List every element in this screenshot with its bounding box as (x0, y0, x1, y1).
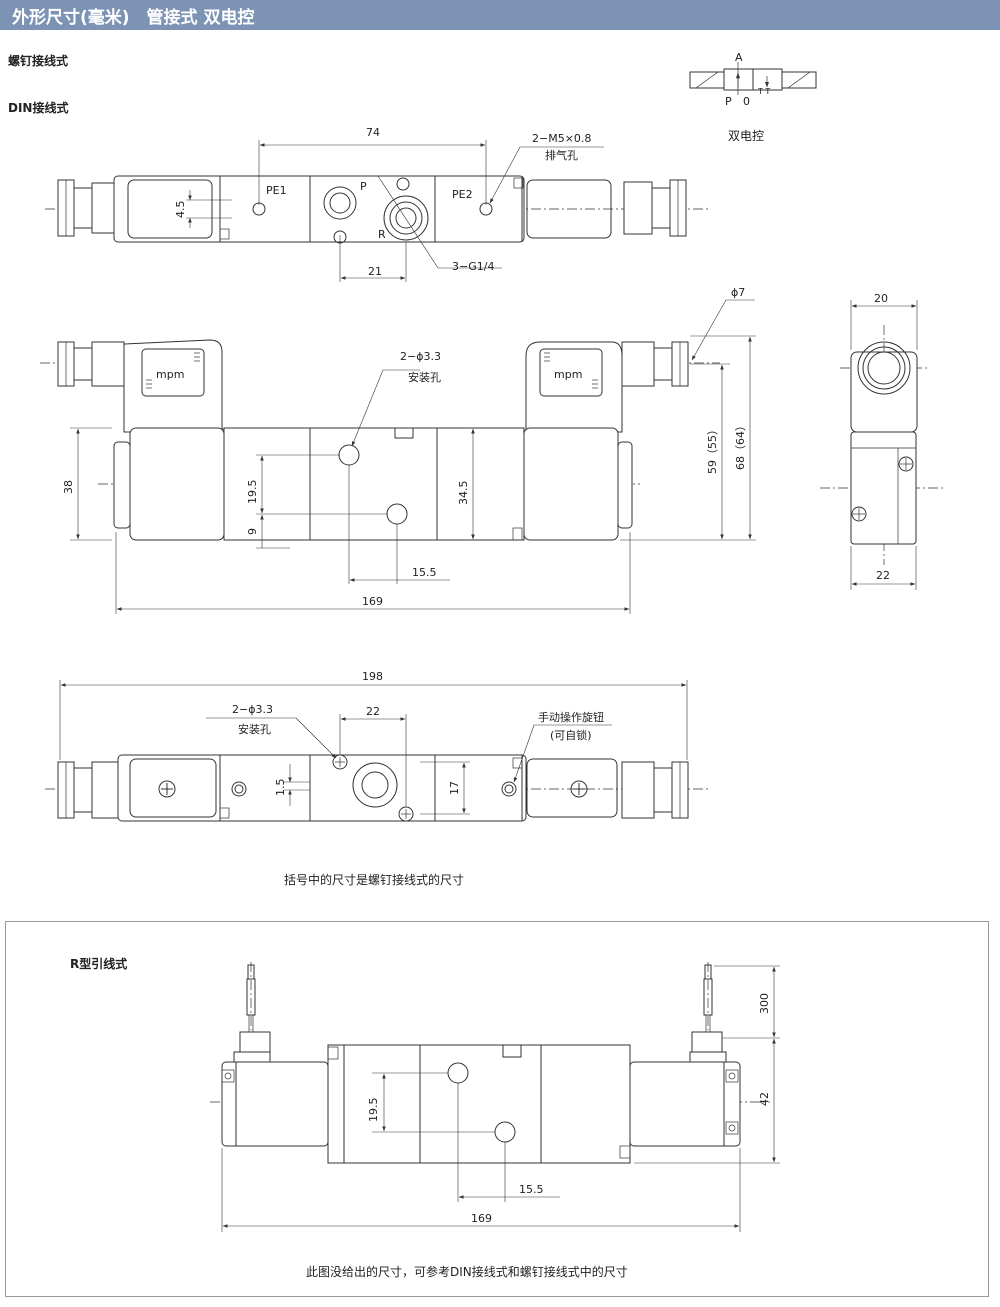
r-type-panel (5, 921, 989, 1297)
symbol-port-o: 0 (743, 95, 750, 108)
bottom-label-lockable: (可自锁) (550, 728, 592, 742)
dim-74: 74 (366, 126, 380, 139)
bracket-note: 括号中的尺寸是螺钉接线式的尺寸 (284, 873, 465, 887)
dim-68: 68（64） (734, 420, 747, 470)
top-label-p: P (360, 180, 367, 193)
dim-59: 59（55） (706, 424, 719, 474)
dim-4-5: 4.5 (174, 201, 187, 219)
top-label-pe2: PE2 (452, 188, 473, 201)
symbol-port-t: T T (757, 87, 770, 96)
dim-9: 9 (246, 528, 259, 535)
din-terminal-label: DIN接线式 (8, 101, 69, 115)
side-dim-22: 22 (876, 569, 890, 582)
bottom-view: 198 22 2−ϕ3.3 安装孔 手动操作旋钮 (可自锁) 1.5 17 (45, 670, 708, 822)
header-bar: 外形尺寸(毫米) 管接式 双电控 (0, 0, 1000, 30)
symbol-port-p: P (725, 95, 732, 108)
dim-169: 169 (362, 595, 383, 608)
bottom-dim-22: 22 (366, 705, 380, 718)
symbol-port-a: A (735, 51, 743, 64)
dim-34-5: 34.5 (457, 481, 470, 506)
dim-38: 38 (62, 480, 75, 494)
valve-symbol: A P 0 T T (689, 51, 817, 108)
front-label-hole: 2−ϕ3.3 (400, 350, 441, 363)
double-solenoid-label: 双电控 (728, 129, 765, 143)
page-title: 外形尺寸(毫米) 管接式 双电控 (12, 8, 255, 28)
screw-terminal-label: 螺钉接线式 (8, 54, 69, 68)
top-label-g14: 3−G1/4 (452, 260, 494, 273)
top-label-exhaust: 排气孔 (545, 148, 578, 162)
dim-19-5: 19.5 (246, 480, 259, 505)
dim-phi7: ϕ7 (731, 286, 745, 299)
front-label-mount-hole: 安装孔 (408, 370, 441, 384)
front-view: mpm mpm 38 19.5 9 (40, 286, 756, 614)
side-view: 20 22 (820, 292, 945, 590)
bottom-dim-198: 198 (362, 670, 383, 683)
dim-21: 21 (368, 265, 382, 278)
top-label-pe1: PE1 (266, 184, 287, 197)
top-label-r: R (378, 228, 386, 241)
r-dim-15-5: 15.5 (519, 1183, 544, 1196)
front-label-mpm-right: mpm (554, 368, 582, 381)
r-type-view: 300 42 19.5 15.5 169 (210, 962, 780, 1232)
bottom-label-mount-hole: 安装孔 (238, 722, 271, 736)
top-label-m5: 2−M5×0.8 (532, 132, 591, 145)
bottom-label-manual: 手动操作旋钮 (538, 710, 604, 724)
r-type-note: 此图没给出的尺寸，可参考DIN接线式和螺钉接线式中的尺寸 (306, 1265, 628, 1279)
top-view: PE1 PE2 P R 74 4.5 21 2−M5×0.8 排气孔 3−G1/… (45, 126, 708, 282)
r-dim-300: 300 (758, 993, 771, 1014)
side-dim-20: 20 (874, 292, 888, 305)
bottom-label-hole: 2−ϕ3.3 (232, 703, 273, 716)
dim-15-5: 15.5 (412, 566, 437, 579)
r-dim-42: 42 (758, 1092, 771, 1106)
r-type-label: R型引线式 (70, 957, 128, 971)
r-dim-169: 169 (471, 1212, 492, 1225)
front-label-mpm-left: mpm (156, 368, 184, 381)
bottom-dim-1-5: 1.5 (274, 779, 287, 797)
bottom-dim-17: 17 (448, 781, 461, 795)
r-dim-19-5: 19.5 (367, 1098, 380, 1123)
